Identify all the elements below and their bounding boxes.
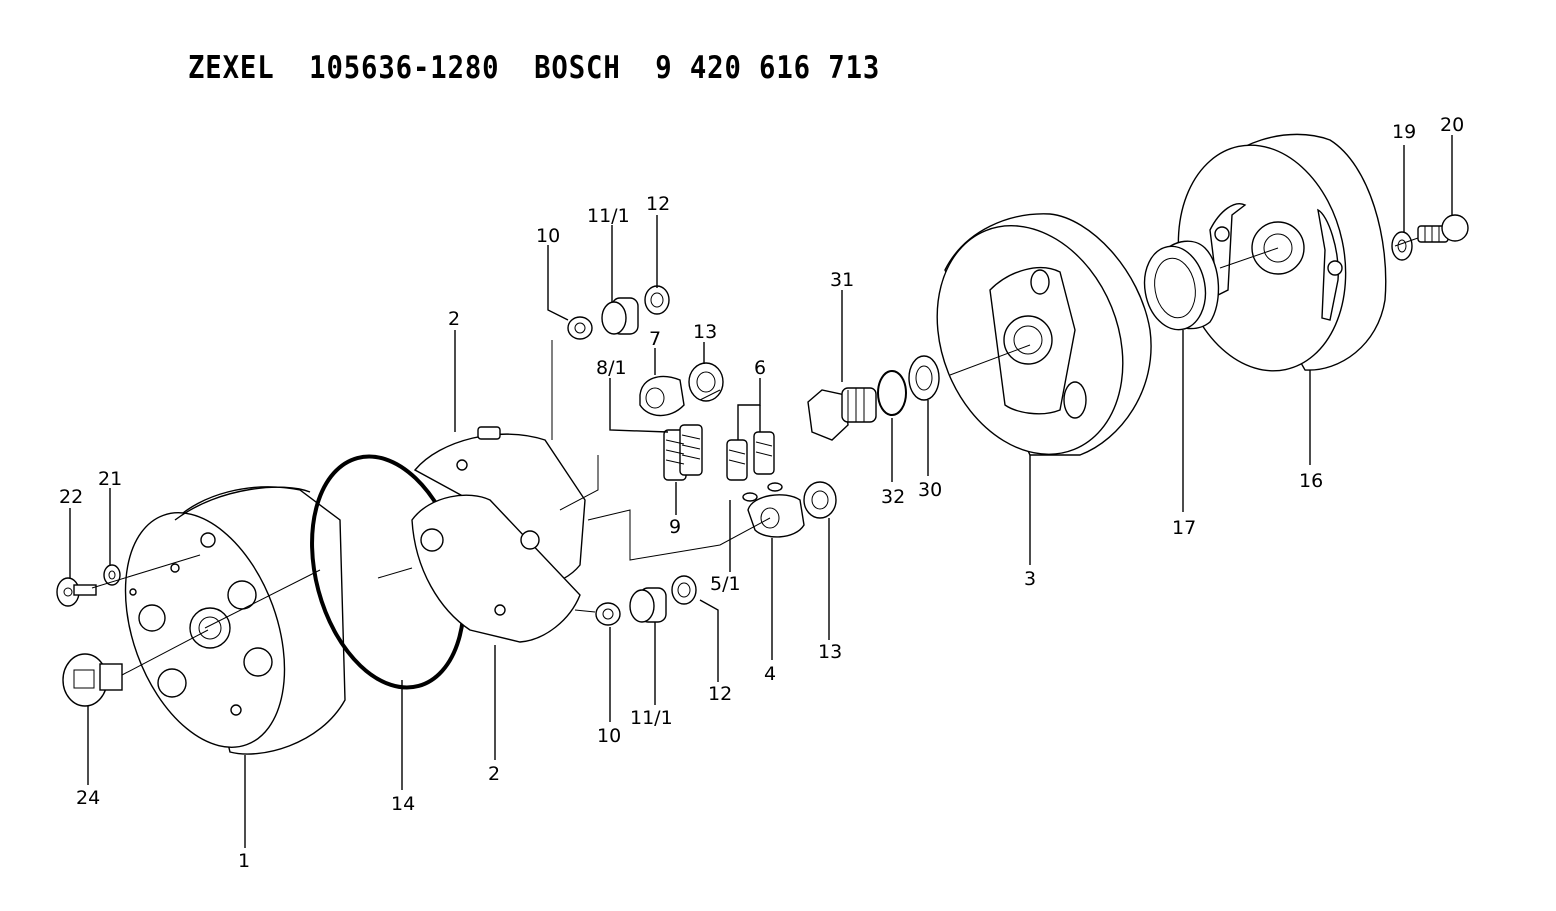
part-20-screw — [1417, 214, 1469, 243]
part-6-springs — [726, 431, 775, 481]
label-22: 22 — [59, 486, 83, 508]
label-9: 9 — [669, 516, 681, 538]
part-31-plug — [807, 387, 877, 441]
part-16-cover — [1177, 133, 1387, 372]
part-21-washer — [103, 564, 121, 586]
part-11-1-lower — [629, 587, 667, 623]
part-1-housing — [124, 486, 346, 755]
part-30-washer — [908, 355, 940, 401]
assembly-lines — [91, 237, 1419, 676]
label-13-top: 13 — [693, 321, 717, 343]
label-2-bottom: 2 — [488, 763, 500, 785]
label-19: 19 — [1392, 121, 1416, 143]
label-7: 7 — [649, 328, 661, 350]
part-12-upper — [644, 285, 670, 315]
brand-bosch: BOSCH — [534, 50, 621, 86]
part-19-washer — [1391, 231, 1413, 261]
bosch-part-number: 9 420 616 713 — [655, 50, 881, 86]
label-6: 6 — [754, 357, 766, 379]
part-12-lower — [671, 575, 697, 605]
label-32: 32 — [881, 486, 905, 508]
part-7-bracket — [639, 375, 685, 417]
label-16: 16 — [1299, 470, 1323, 492]
label-11-1-bottom: 11/1 — [630, 707, 673, 729]
part-17-bearing — [1143, 240, 1220, 331]
part-10-upper — [567, 316, 593, 340]
label-11-1-top: 11/1 — [587, 205, 630, 227]
leader-lines — [69, 135, 1453, 848]
small-parts — [56, 214, 1469, 707]
label-5-1: 5/1 — [710, 573, 741, 595]
part-labels: 1 2 2 3 4 5/1 6 7 8/1 9 10 10 11/1 11/1 … — [59, 114, 1464, 872]
label-31: 31 — [830, 269, 854, 291]
part-4-bracket — [747, 494, 805, 538]
label-1: 1 — [238, 850, 250, 872]
part-11-1-upper — [601, 297, 639, 335]
zexel-part-number: 105636-1280 — [309, 50, 500, 86]
label-3: 3 — [1024, 568, 1036, 590]
part-13-lower — [803, 481, 837, 519]
label-10-bottom: 10 — [597, 725, 621, 747]
part-24-plug — [62, 653, 123, 707]
part-5-1-shims — [742, 482, 783, 502]
part-13-upper — [688, 362, 724, 402]
label-30: 30 — [918, 479, 942, 501]
label-14: 14 — [391, 793, 415, 815]
label-4: 4 — [764, 663, 776, 685]
part-22-screw — [56, 577, 97, 607]
label-13-bottom: 13 — [818, 641, 842, 663]
part-2-carrier — [411, 426, 586, 643]
brand-zexel: ZEXEL — [188, 50, 275, 86]
diagram-title: ZEXEL 105636-1280 BOSCH 9 420 616 713 — [188, 50, 880, 86]
part-10-lower — [595, 602, 621, 626]
label-10-top: 10 — [536, 225, 560, 247]
part-32-o-ring — [877, 370, 907, 416]
part-9-springs — [663, 424, 703, 481]
label-21: 21 — [98, 468, 122, 490]
label-12-top: 12 — [646, 193, 670, 215]
part-3-cup — [936, 213, 1152, 456]
label-20: 20 — [1440, 114, 1464, 136]
label-12-bottom: 12 — [708, 683, 732, 705]
label-8-1: 8/1 — [596, 357, 627, 379]
label-17: 17 — [1172, 517, 1196, 539]
label-24: 24 — [76, 787, 100, 809]
label-2-top: 2 — [448, 308, 460, 330]
